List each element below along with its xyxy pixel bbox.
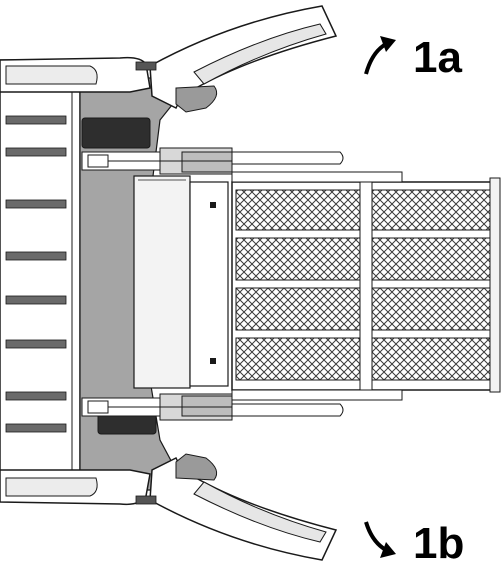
platform-rails [231,151,344,417]
vehicle-floor-slats [5,115,67,433]
bottom-door-1b [135,453,338,561]
lift-mechanism [81,147,233,421]
curved-arrow-up-right-icon [364,42,388,75]
folded-platform-left [133,175,191,389]
vehicle-rear-body [0,59,81,501]
folded-platform-right [189,181,229,387]
top-dark-block [81,117,151,149]
top-door-1a [135,5,338,113]
curved-arrow-down-right-icon [364,521,388,552]
lift-platform [231,171,501,401]
callout-label-1a: 1a [413,33,462,82]
callout-label-1b: 1b [413,519,465,568]
